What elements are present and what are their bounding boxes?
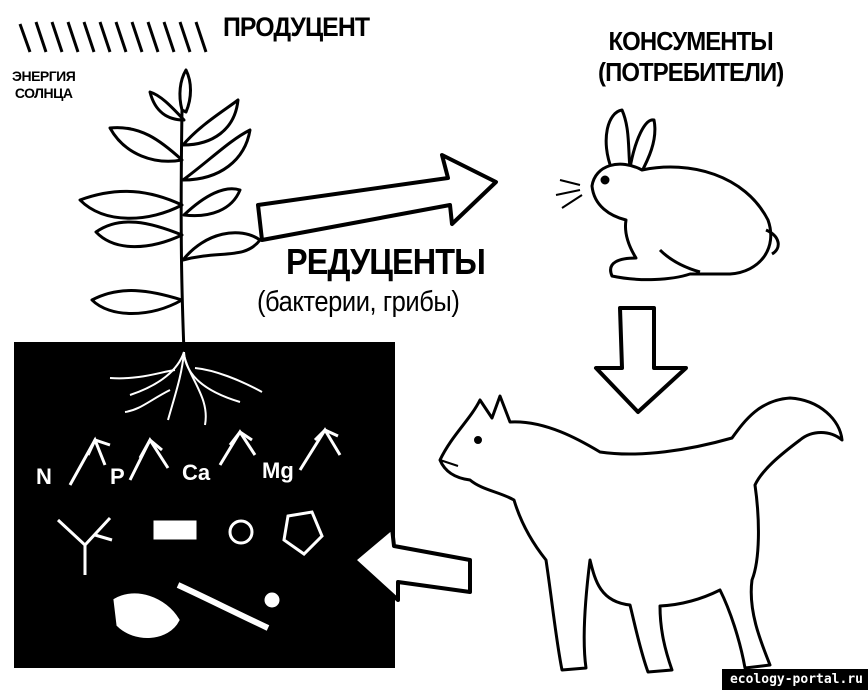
watermark: ecology-portal.ru — [722, 669, 868, 690]
solar-energy-line-1: ЭНЕРГИЯ — [12, 68, 75, 85]
element-nitrogen: N — [36, 466, 52, 488]
element-magnesium: Mg — [262, 460, 294, 482]
sun-rays — [20, 22, 206, 52]
element-calcium: Ca — [182, 462, 210, 484]
producer-label: ПРОДУЦЕНТ — [223, 14, 369, 41]
reducers-subtitle: (бактерии, грибы) — [257, 288, 459, 317]
consumers-line-1: КОНСУМЕНТЫ — [598, 26, 783, 57]
soil-block — [14, 342, 395, 668]
plant-icon — [80, 70, 260, 352]
solar-energy-label: ЭНЕРГИЯ СОЛНЦА — [12, 68, 75, 102]
reducers-label: РЕДУЦЕНТЫ — [286, 244, 485, 280]
consumers-line-2: (ПОТРЕБИТЕЛИ) — [598, 57, 783, 88]
wolf-icon — [440, 396, 842, 672]
element-phosphorus: P — [110, 466, 125, 488]
solar-energy-line-2: СОЛНЦА — [12, 85, 75, 102]
consumers-label: КОНСУМЕНТЫ (ПОТРЕБИТЕЛИ) — [598, 26, 783, 88]
rabbit-icon — [556, 110, 778, 280]
arrow-rabbit-to-wolf-icon — [596, 308, 686, 412]
arrow-plant-to-consumers-icon — [258, 155, 496, 240]
